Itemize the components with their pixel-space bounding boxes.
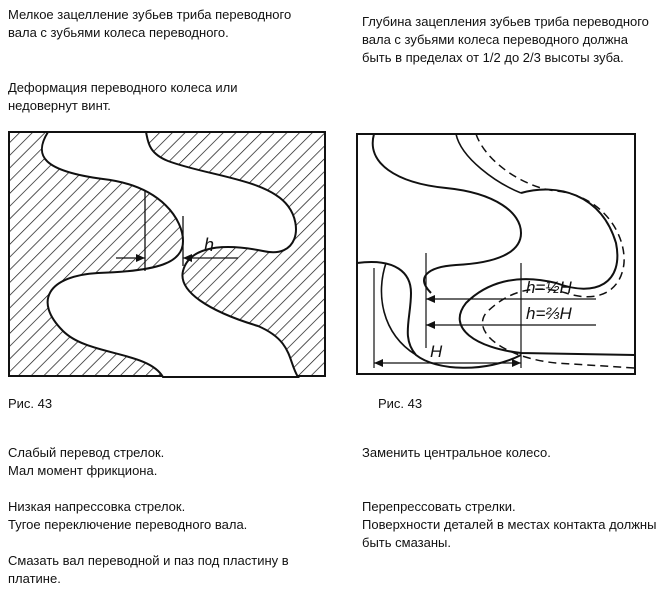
gear-gap <box>40 131 300 378</box>
figure-label-h: h <box>204 235 214 255</box>
gear-mesh-diagram-shallow: h <box>8 131 326 378</box>
right-remedy-3: Поверхности деталей в местах контакта до… <box>362 517 657 550</box>
left-symptom-1: Слабый перевод стрелок. <box>8 445 165 460</box>
gear-mesh-diagram-correct: h=½H h=⅔H H <box>356 133 636 375</box>
left-figure: h <box>8 131 328 384</box>
right-paragraph-1: Глубина зацепления зубьев триба переводн… <box>362 14 649 65</box>
left-paragraph-2: Деформация переводного колеса или недове… <box>8 80 238 113</box>
left-symptom-2: Мал момент фрикциона. <box>8 463 158 478</box>
right-figure-caption: Рис. 43 <box>378 396 423 411</box>
left-remedy: Смазать вал переводной и паз под пластин… <box>8 553 289 586</box>
figure-label-half-h: h=½H <box>526 278 573 297</box>
right-remedy-2: Перепрессовать стрелки. <box>362 499 516 514</box>
left-cause-1: Низкая напрессовка стрелок. <box>8 499 186 514</box>
right-remedy-1: Заменить центральное колесо. <box>362 445 551 460</box>
figure-label-H: H <box>430 342 443 361</box>
left-figure-caption: Рис. 43 <box>8 396 53 411</box>
right-figure: h=½H h=⅔H H <box>356 133 638 382</box>
figure-label-two-thirds-h: h=⅔H <box>526 304 573 323</box>
left-paragraph-1: Мелкое зацелление зубьев триба переводно… <box>8 7 292 40</box>
left-cause-2: Тугое переключение переводного вала. <box>8 517 248 532</box>
